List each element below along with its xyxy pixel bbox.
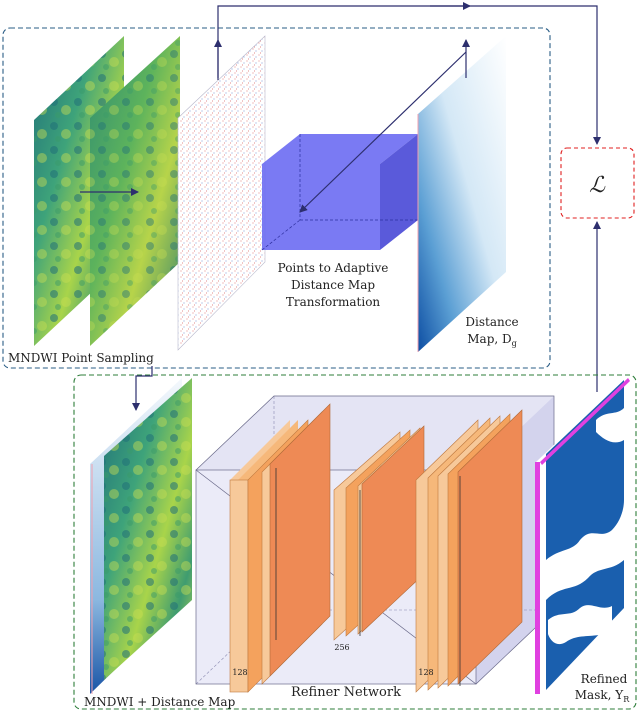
conv-block-1 [229, 403, 331, 693]
sampling-to-input-arrow [132, 366, 153, 411]
refined-mask-land-top [596, 408, 624, 443]
channels-256: 256 [334, 643, 349, 652]
conv-block-2 [333, 425, 425, 641]
input-label: MNDWI + Distance Map [84, 695, 236, 709]
channels-128-a: 128 [232, 668, 247, 677]
refined-label-1: Refined [581, 672, 628, 686]
distance-label-2-main: Map, D [467, 332, 511, 346]
transform-cube [261, 134, 418, 251]
sampling-box-label: MNDWI Point Sampling [8, 351, 154, 365]
refined-label-2: Mask, YR [575, 688, 630, 704]
refined-label-2-main: Mask, Y [575, 688, 625, 702]
conv-block-3 [415, 409, 523, 693]
refiner-label: Refiner Network [291, 685, 401, 700]
loss-box [560, 147, 635, 219]
refined-label-sub: R [623, 695, 630, 704]
transform-label-2: Distance Map [291, 278, 375, 292]
feedback-to-loss [466, 5, 601, 145]
loss-symbol: ℒ [589, 173, 606, 198]
transform-label-1: Points to Adaptive [278, 261, 389, 275]
refined-mask-edge [535, 462, 540, 694]
points-layer [177, 35, 266, 351]
sampling-box-frame [2, 27, 551, 369]
refiner-section-frame [73, 374, 637, 710]
transform-label-3: Transformation [286, 295, 381, 309]
points-to-transform-arrow [299, 51, 467, 213]
distance-label-2: Map, Dg [467, 332, 517, 348]
distance-label-1: Distance [465, 315, 518, 329]
distance-label-sub: g [512, 339, 517, 348]
input-mndwi-texture [104, 378, 192, 680]
refined-mask [535, 378, 630, 694]
channels-128-b: 128 [418, 668, 433, 677]
refined-mask-land-mid [548, 605, 612, 645]
distance-map-layer [418, 36, 506, 352]
refined-mask-land [546, 500, 624, 600]
